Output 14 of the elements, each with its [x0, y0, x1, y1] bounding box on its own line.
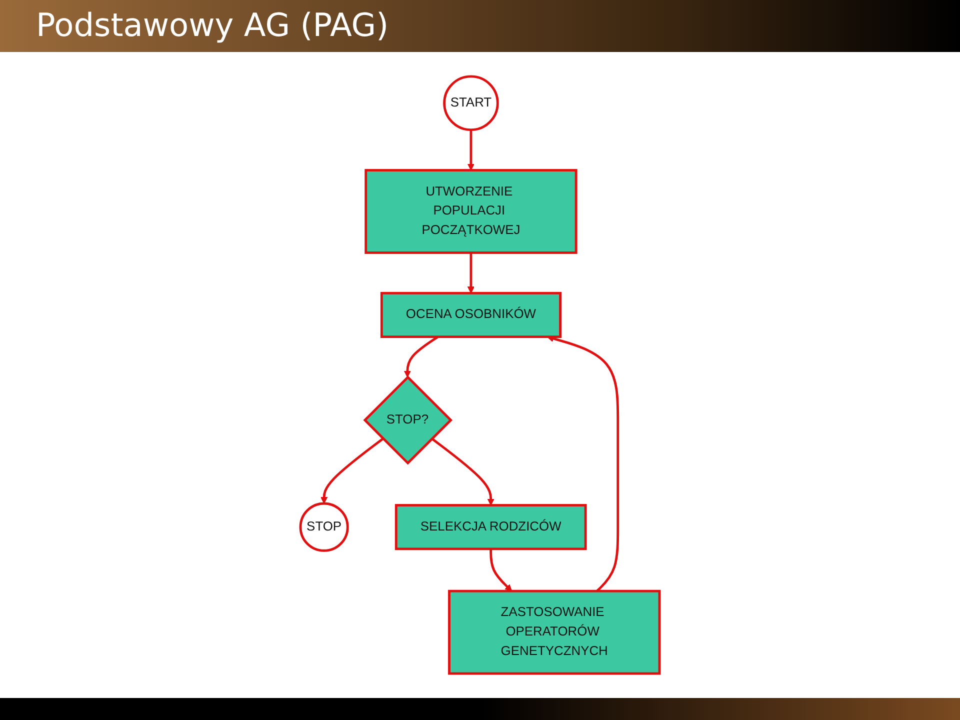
arrow	[404, 336, 439, 378]
node-box: ZASTOSOWANIE OPERATORÓW GENETYCZNYCH	[448, 590, 661, 675]
arrow	[431, 438, 494, 506]
node-circle: STOP	[299, 502, 349, 552]
arrow	[467, 252, 475, 294]
slide-title: Podstawowy AG (PAG)	[35, 5, 389, 44]
arrow	[490, 548, 512, 592]
node-diamond: STOP?	[363, 376, 452, 465]
arrow	[467, 130, 475, 171]
node-box: OCENA OSOBNIKÓW	[380, 292, 562, 338]
node-circle: START	[443, 75, 499, 132]
node-box: SELEKCJA RODZICÓW	[394, 504, 587, 550]
node-box: UTWORZENIE POPULACJI POCZĄTKOWEJ	[364, 169, 578, 254]
arrow	[320, 438, 384, 504]
